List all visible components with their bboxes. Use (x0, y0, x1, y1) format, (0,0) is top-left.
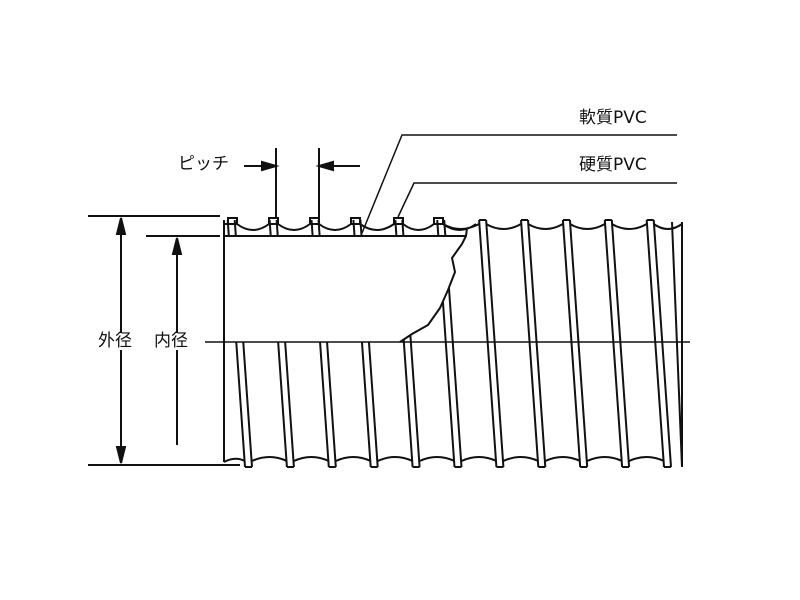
bottom-scallop (628, 456, 665, 462)
bottom-scallop (223, 457, 246, 463)
top-scallop (527, 223, 564, 230)
hose-profile (223, 217, 683, 468)
ridge-line (527, 219, 547, 468)
ridge-square (433, 217, 444, 225)
ridge-square (350, 217, 361, 225)
top-scallop (442, 223, 480, 230)
helical-ridges (226, 219, 672, 468)
bottom-scallop (461, 456, 497, 462)
ridge-line (485, 219, 505, 468)
pitch-label: ピッチ (178, 154, 229, 174)
soft-pvc-leader (361, 134, 677, 234)
top-scallop (611, 223, 648, 230)
ridge-line (645, 219, 665, 468)
ridge-line (561, 219, 582, 468)
top-scallop (277, 223, 311, 231)
arrow-head-icon (115, 217, 127, 235)
ridge-square (227, 217, 238, 225)
arrow-head-icon (171, 237, 183, 255)
inner-diameter-label: 内径 (154, 331, 188, 351)
bottom-scallop (251, 456, 288, 462)
top-scallop (653, 223, 683, 230)
ridge-line (520, 219, 540, 468)
hard-pvc-leader (397, 182, 677, 218)
bottom-scallop (544, 456, 581, 462)
ridge-square (393, 217, 404, 225)
ridge-line (568, 219, 589, 468)
bottom-scallop (502, 456, 539, 462)
top-scallop (402, 223, 435, 231)
top-scallop (318, 223, 352, 231)
top-scallop (569, 223, 606, 230)
arrow-head-icon (261, 160, 280, 172)
ridge-line (603, 219, 624, 468)
bottom-scallop (419, 456, 455, 462)
ridge-square (268, 217, 279, 225)
top-scallop (485, 223, 522, 230)
bottom-scallop (377, 456, 414, 462)
cutaway-edge (399, 227, 468, 343)
ridge-square (309, 217, 320, 225)
ridge-line (478, 219, 498, 468)
arrow-head-icon (115, 446, 127, 464)
bottom-scallop (293, 456, 330, 462)
top-scallop (236, 223, 270, 231)
hose-end-seam (671, 221, 683, 468)
outer-diameter-label: 外径 (98, 331, 132, 351)
hard-pvc-label: 硬質PVC (579, 155, 647, 175)
ridge-line (652, 219, 672, 468)
arrow-head-icon (315, 160, 334, 172)
soft-pvc-label: 軟質PVC (579, 108, 647, 128)
bottom-scallop (335, 456, 372, 462)
ridge-line (610, 219, 631, 468)
bottom-scallop (586, 456, 623, 462)
top-scallop (359, 223, 395, 231)
